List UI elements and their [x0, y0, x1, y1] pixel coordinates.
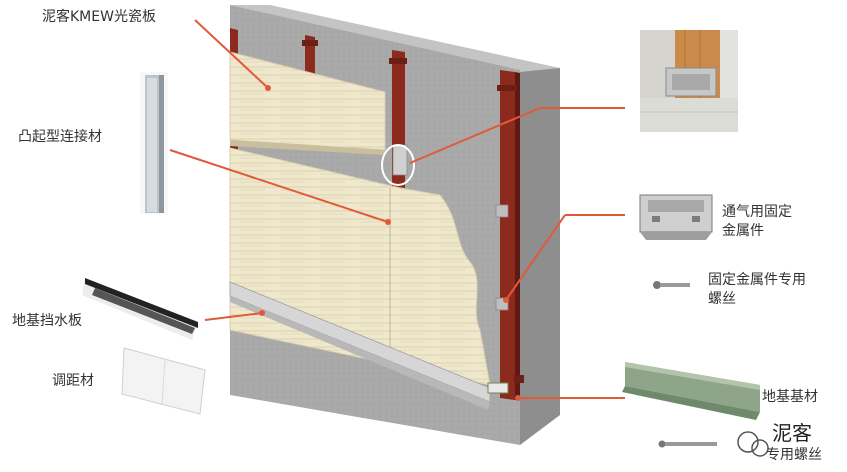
leader-dot-base-material	[515, 395, 521, 401]
label-base-material: 地基基材	[762, 388, 818, 406]
base-water-stop-photo	[82, 278, 198, 340]
label-vented-fixing-2: 金属件	[722, 222, 764, 240]
clip-detail-photo	[640, 30, 738, 132]
vented-fixing-photo	[640, 195, 712, 240]
label-spacer: 调距材	[52, 372, 94, 390]
label-raised-connector: 凸起型连接材	[18, 128, 102, 146]
wall-side-face	[520, 68, 560, 445]
base-label-tag	[488, 383, 508, 393]
label-fixing-screw-1: 固定金属件专用	[708, 271, 806, 289]
leader-dot-connector	[385, 219, 391, 225]
label-fixing-screw-2: 螺丝	[708, 290, 736, 308]
label-kmew-board: 泥客KMEW光瓷板	[42, 8, 156, 26]
watermark-text: 泥客	[772, 424, 812, 442]
fixing-screw-photo	[653, 281, 690, 289]
label-dedicated-screw: 专用螺丝	[766, 446, 822, 464]
dedicated-screw-photo	[659, 441, 718, 448]
leader-dot-base	[259, 310, 265, 316]
base-material-photo	[622, 362, 760, 420]
steel-rail-shadow	[515, 72, 520, 400]
connector-clip	[393, 145, 407, 175]
leader-dot-fixing	[503, 297, 509, 303]
leader-dot-kmew	[265, 85, 271, 91]
watermark-logo-icon	[738, 432, 768, 456]
spacer-photo	[122, 348, 205, 414]
label-vented-fixing-1: 通气用固定	[722, 203, 792, 221]
label-base-water-stop: 地基挡水板	[12, 312, 82, 330]
raised-connector-photo	[140, 72, 168, 214]
